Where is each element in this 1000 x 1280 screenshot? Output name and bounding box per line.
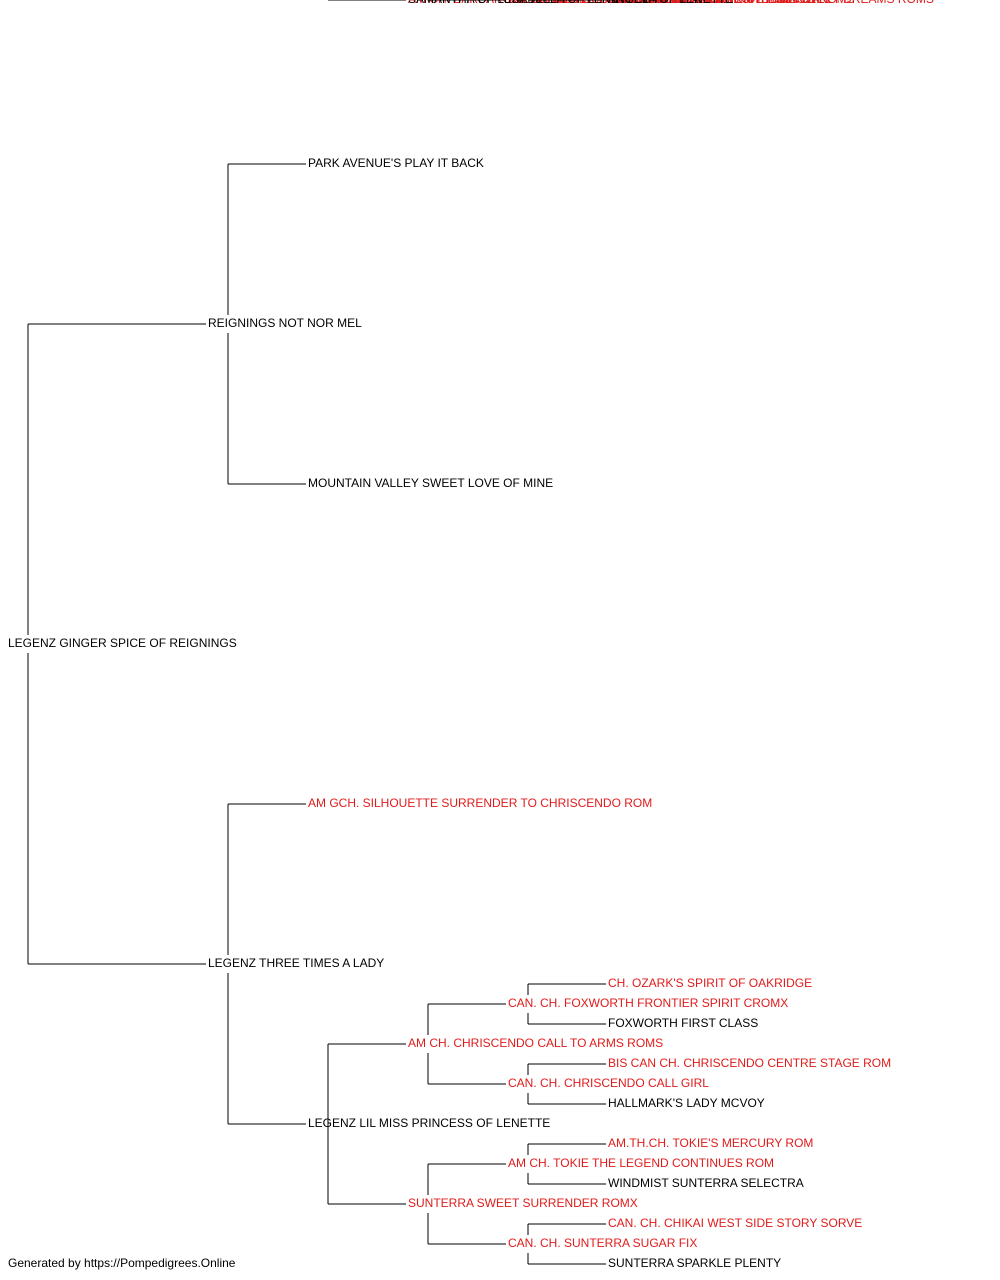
ancestor-name: SAMANTHA OF LENETTE bbox=[408, 0, 551, 6]
ancestor-name: CAN. CH. CHIKAI WEST SIDE STORY SORVE bbox=[608, 1216, 862, 1230]
ancestor-name: MAUDE OF LENETTE bbox=[608, 0, 729, 6]
ancestor-name: CH. CREIDERS GOBLIN OF POST OAK bbox=[608, 0, 827, 6]
ancestor-name: AM CH. MUSIC MAKER OF LENETTE ROMS bbox=[608, 0, 855, 6]
ancestor-name: BIS CAN CH. CHRISCENDO CENTRE STAGE ROM bbox=[608, 1056, 891, 1070]
ancestor-name: ISABELLA OF LENETTE II bbox=[508, 0, 651, 6]
ancestor-name: HALLMARK'S LADY MCVOY bbox=[608, 1096, 765, 1110]
ancestor-name: CH. OZARK'S SPIRIT OF OAKRIDGE bbox=[608, 976, 812, 990]
ancestor-name: REIGNINGS NOT NOR MEL bbox=[208, 316, 362, 330]
ancestor-name: CH. BANDMASTER OF LENETTE bbox=[508, 0, 693, 6]
ancestor-name: AM CH. BARBARO OF LENETTE bbox=[408, 0, 589, 6]
ancestor-name: ANGELA OF LENETTE bbox=[608, 0, 733, 6]
ancestor-name: NIKKI OF LENETTE bbox=[608, 0, 717, 6]
ancestor-name: PARK AVENUE'S PLAY IT BACK bbox=[308, 156, 484, 170]
ancestor-name: SUNTERRA SWEET SURRENDER ROMX bbox=[408, 1196, 638, 1210]
ancestor-name: LEGENZ THREE TIMES A LADY bbox=[208, 956, 384, 970]
ancestor-name: CAN. CH. SUNTERRA SUGAR FIX bbox=[508, 1236, 697, 1250]
ancestor-name: AM. CH. GREAT ELMS LITTLE CRICKET bbox=[608, 0, 832, 6]
ancestor-name: WINDMIST SUNTERRA SELECTRA bbox=[608, 1176, 804, 1190]
generated-by-footer: Generated by https://Pompedigrees.Online bbox=[8, 1256, 236, 1270]
ancestor-name: HONEYCOMB OF LENETTE ROMX bbox=[608, 0, 803, 6]
ancestor-name: SUNTERRA SPARKLE PLENTY bbox=[608, 1256, 781, 1270]
ancestor-name: AM CH. TOKIE THE LEGEND CONTINUES ROM bbox=[508, 1156, 774, 1170]
ancestor-name: FOXWORTH FIRST CLASS bbox=[608, 1016, 758, 1030]
ancestor-name: AM CH. AMBER GLOW OF LENETTE bbox=[508, 0, 713, 6]
ancestor-name: MOUNTAIN VALLEY SWEET LOVE OF MINE bbox=[308, 476, 553, 490]
ancestor-name: AM GCH. SILHOUETTE SURRENDER TO CHRISCEN… bbox=[308, 796, 652, 810]
ancestor-name: CAN. CH. FOXWORTH FRONTIER SPIRIT CROMX bbox=[508, 996, 788, 1010]
ancestor-name: AM.TH.CH. TOKIE'S MERCURY ROM bbox=[608, 1136, 813, 1150]
ancestor-name: AM CH. CHRISCENDO CALL TO ARMS ROMS bbox=[408, 1036, 663, 1050]
subject-name: LEGENZ GINGER SPICE OF REIGNINGS bbox=[8, 636, 237, 650]
ancestor-name: CH. MAGIC TOUCH OF LENETTE ROM bbox=[508, 0, 726, 6]
ancestor-name: BIS/BISS AM/THAI CH PUFPRIDE SWEET DREAM… bbox=[608, 0, 934, 6]
ancestor-name: LEGENZ LIL MISS PRINCESS OF LENETTE bbox=[308, 1116, 550, 1130]
ancestor-name: CAN. CH. CHRISCENDO CALL GIRL bbox=[508, 1076, 709, 1090]
